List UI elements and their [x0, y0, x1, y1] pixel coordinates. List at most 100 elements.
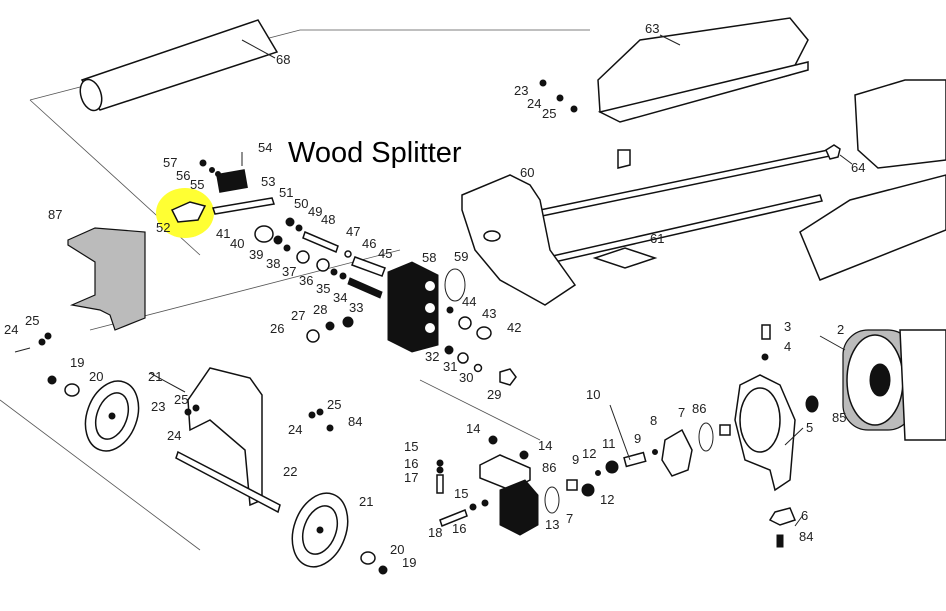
part-label: 25 — [25, 313, 39, 328]
part-label: 63 — [645, 21, 659, 36]
part-label: 37 — [282, 264, 296, 279]
wheel-frame-part-22 — [175, 367, 281, 514]
part-label: 16 — [452, 521, 466, 536]
part-label: 7 — [678, 405, 685, 420]
part-label: 39 — [249, 247, 263, 262]
plate-part-61 — [592, 247, 658, 269]
part-label: 57 — [163, 155, 177, 170]
part-label: 23 — [514, 83, 528, 98]
part-label: 42 — [507, 320, 521, 335]
part-label: 30 — [459, 370, 473, 385]
part-label: 60 — [520, 165, 534, 180]
part-label: 44 — [462, 294, 476, 309]
part-label: 55 — [190, 177, 204, 192]
part-label: 25 — [327, 397, 341, 412]
part-label: 6 — [801, 508, 808, 523]
part-label: 24 — [4, 322, 18, 337]
part-label: 7 — [566, 511, 573, 526]
part-label: 19 — [402, 555, 416, 570]
part-label: 41 — [216, 226, 230, 241]
part-label: 3 — [784, 319, 791, 334]
part-label: 11 — [602, 436, 616, 451]
part-label: 36 — [299, 273, 313, 288]
part-label: 4 — [784, 339, 791, 354]
part-label: 29 — [487, 387, 501, 402]
leader-lines — [149, 34, 853, 527]
part-label: 13 — [545, 517, 559, 532]
block-fittings — [444, 306, 517, 386]
part-label: 21 — [359, 494, 373, 509]
part-label: 18 — [428, 525, 442, 540]
cover-part-63 — [597, 17, 809, 169]
part-label: 59 — [454, 249, 468, 264]
part-label: 8 — [650, 413, 657, 428]
small-hardware — [14, 79, 578, 575]
part-label: 25 — [542, 106, 556, 121]
part-label: 23 — [151, 399, 165, 414]
part-label: 5 — [806, 420, 813, 435]
housing-box-right — [799, 79, 946, 281]
part-label: 56 — [176, 168, 190, 183]
part-label: 17 — [404, 470, 418, 485]
part-label: 85 — [832, 410, 846, 425]
part-label: 21 — [148, 369, 162, 384]
part-label: 54 — [258, 140, 272, 155]
part-label: 68 — [276, 52, 290, 67]
part-label: 58 — [422, 250, 436, 265]
part-label: 12 — [600, 492, 614, 507]
part-label: 31 — [443, 359, 457, 374]
part-label: 49 — [308, 204, 322, 219]
part-label: 19 — [70, 355, 84, 370]
valve-block-part-58 — [387, 261, 466, 353]
part-label: 32 — [425, 349, 439, 364]
part-label: 26 — [270, 321, 284, 336]
part-label: 48 — [321, 212, 335, 227]
part-label: 84 — [799, 529, 813, 544]
part-label: 47 — [346, 224, 360, 239]
part-label: 24 — [527, 96, 541, 111]
part-label: 22 — [283, 464, 297, 479]
part-label: 9 — [572, 452, 579, 467]
wheel-right — [291, 492, 349, 568]
part-label: 24 — [288, 422, 302, 437]
tube-part-68 — [79, 19, 279, 112]
part-label: 10 — [586, 387, 600, 402]
part-label: 53 — [261, 174, 275, 189]
part-label: 16 — [404, 456, 418, 471]
part-label: 14 — [466, 421, 480, 436]
part-label: 20 — [390, 542, 404, 557]
part-label: 64 — [851, 160, 865, 175]
part-number-labels: 68 63 23 24 25 64 60 61 54 57 56 55 53 5… — [4, 21, 865, 570]
part-label: 35 — [316, 281, 330, 296]
part-label: 43 — [482, 306, 496, 321]
part-label: 87 — [48, 207, 62, 222]
part-label: 28 — [313, 302, 327, 317]
wheel-left — [84, 380, 140, 452]
part-label: 86 — [692, 401, 706, 416]
part-label: 25 — [174, 392, 188, 407]
part-label: 27 — [291, 308, 305, 323]
pump-assembly — [436, 422, 731, 536]
part-label: 15 — [404, 439, 418, 454]
part-label: 46 — [362, 236, 376, 251]
part-label: 45 — [378, 246, 392, 261]
part-label: 51 — [279, 185, 293, 200]
part-label: 40 — [230, 236, 244, 251]
valve-spool-parts — [254, 217, 386, 343]
part-label: 24 — [167, 428, 181, 443]
part-label: 61 — [650, 231, 664, 246]
diagram-title: Wood Splitter — [288, 137, 462, 169]
part-label: 34 — [333, 290, 347, 305]
guide-rods — [534, 144, 841, 267]
part-label: 33 — [349, 300, 363, 315]
valve-handle-assembly — [170, 152, 275, 223]
part-label: 50 — [294, 196, 308, 211]
part-label: 20 — [89, 369, 103, 384]
part-label: 15 — [454, 486, 468, 501]
motor-assembly — [734, 324, 946, 548]
part-label: 86 — [542, 460, 556, 475]
part-label-highlighted: 52 — [156, 220, 170, 235]
part-label: 14 — [538, 438, 552, 453]
part-label: 38 — [266, 256, 280, 271]
